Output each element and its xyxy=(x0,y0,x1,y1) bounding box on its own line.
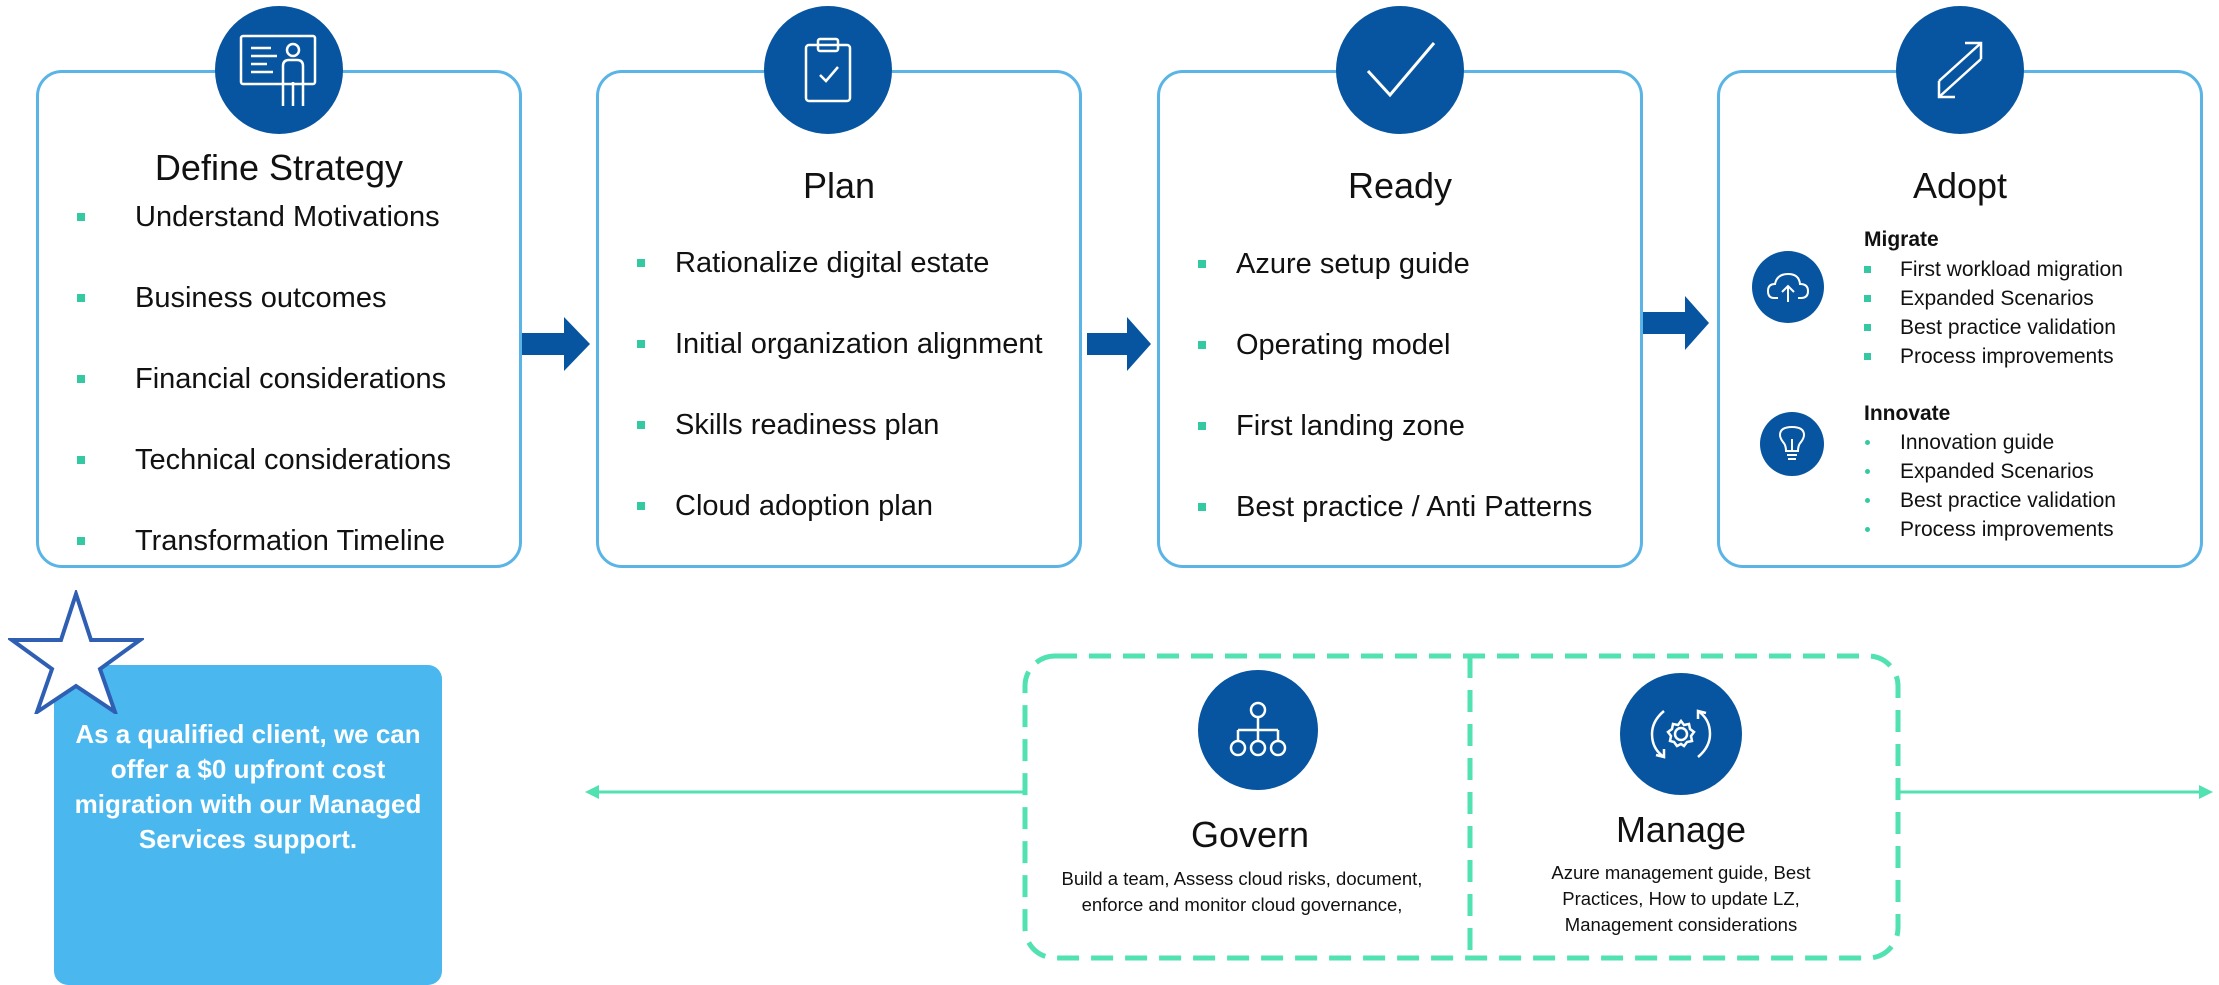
ready-title: Ready xyxy=(1347,165,1453,206)
strategy-title: Define Strategy xyxy=(154,147,404,188)
govern-manage-connectors xyxy=(585,653,2213,961)
gear-cycle-icon xyxy=(1620,673,1742,795)
migrate-arrows-icon xyxy=(1896,6,2024,134)
innovate-heading: Innovate xyxy=(1864,402,1951,425)
ready-card: Ready Azure setup guide Operating model … xyxy=(1157,70,1643,568)
govern-description: Build a team, Assess cloud risks, docume… xyxy=(1061,868,1423,915)
lightbulb-icon xyxy=(1760,412,1824,476)
plan-card: Plan Rationalize digital estate Initial … xyxy=(596,70,1082,568)
clipboard-check-icon xyxy=(764,6,892,134)
promo-box: As a qualified client, we can offer a $0… xyxy=(54,665,442,985)
presentation-icon xyxy=(215,6,343,134)
migrate-heading: Migrate xyxy=(1864,228,1939,251)
flow-arrow-1 xyxy=(522,317,590,371)
star-icon xyxy=(8,590,144,714)
adopt-card: Adopt Migrate First workload migration E… xyxy=(1717,70,2203,568)
manage-title: Manage xyxy=(1615,809,1747,850)
flow-arrow-2 xyxy=(1087,317,1151,371)
govern-title: Govern xyxy=(1190,814,1310,855)
cloud-upload-icon xyxy=(1752,251,1824,323)
flow-arrow-3 xyxy=(1643,296,1709,350)
plan-title: Plan xyxy=(802,165,876,206)
manage-description: Azure management guide, Best Practices, … xyxy=(1551,862,1811,935)
hierarchy-icon xyxy=(1198,670,1318,790)
promo-text: As a qualified client, we can offer a $0… xyxy=(74,719,422,854)
strategy-card: Define Strategy Understand Motivations B… xyxy=(36,70,522,568)
adopt-title: Adopt xyxy=(1912,165,2008,206)
checkmark-icon xyxy=(1336,6,1464,134)
